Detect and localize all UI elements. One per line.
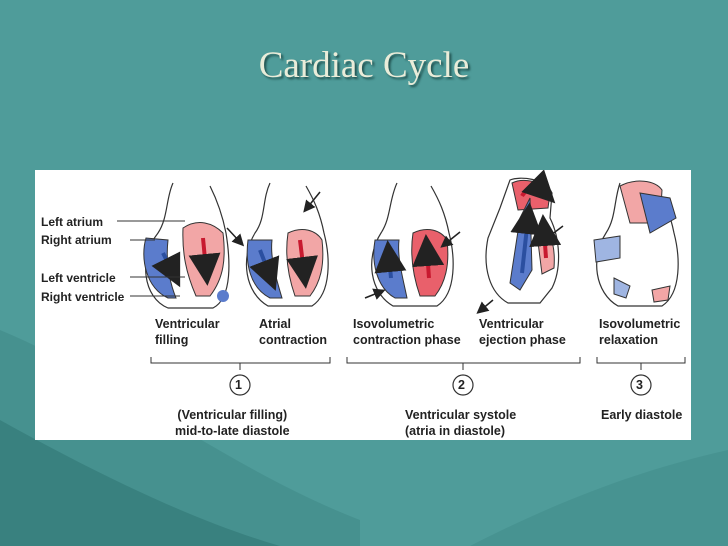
stage-caption-line: (Ventricular filling) (177, 408, 288, 422)
slide-title: Cardiac Cycle (258, 45, 470, 86)
phase-label-line: Atrial (259, 317, 291, 331)
phase-label-line: Ventricular (479, 317, 544, 331)
label-right-atrium: Right atrium (41, 233, 112, 247)
heart-isovolumetric-contraction (371, 182, 454, 307)
phase-label-line: contraction phase (353, 333, 461, 347)
stage-brackets (150, 357, 686, 370)
stage-caption-2: Ventricular systole (atria in diastole) (405, 407, 516, 439)
phase-label-line: contraction (259, 333, 328, 347)
stage-caption-line: Early diastole (601, 408, 683, 422)
label-left-ventricle: Left ventricle (41, 271, 116, 285)
stage-caption-line: mid-to-late diastole (175, 424, 290, 438)
phase-label-line: ejection phase (479, 333, 566, 347)
stage-number-2: 2 (458, 378, 465, 392)
stage-number-3: 3 (636, 378, 643, 392)
phase-label-line: Isovolumetric (353, 317, 435, 331)
phase-label-isovolumetric-relaxation: Isovolumetric relaxation (599, 316, 680, 348)
phase-label-isovolumetric-contraction: Isovolumetric contraction phase (353, 316, 461, 348)
heart-ventricular-ejection (485, 170, 562, 304)
cardiac-cycle-diagram: Left atrium Right atrium Left ventricle … (35, 170, 691, 440)
phase-label-line: filling (155, 333, 189, 347)
phase-label-ventricular-ejection: Ventricular ejection phase (479, 316, 566, 348)
label-left-atrium: Left atrium (41, 215, 104, 229)
label-right-ventricle: Right ventricle (41, 290, 125, 304)
stage-caption-1: (Ventricular filling) mid-to-late diasto… (175, 407, 290, 439)
phase-label-line: Ventricular (155, 317, 220, 331)
phase-label-line: relaxation (599, 333, 659, 347)
phase-label-atrial-contraction: Atrial contraction (259, 316, 327, 348)
stage-caption-line: Ventricular systole (405, 408, 517, 422)
heart-ventricular-filling (143, 182, 230, 309)
stage-caption-line: (atria in diastole) (405, 424, 506, 438)
heart-isovolumetric-relaxation (593, 180, 679, 307)
phase-label-ventricular-filling: Ventricular filling (155, 316, 220, 348)
phase-label-line: Isovolumetric (599, 317, 681, 331)
heart-illustrations (117, 170, 686, 396)
structure-leader-lines (117, 220, 185, 297)
heart-atrial-contraction (245, 182, 329, 307)
stage-caption-3: Early diastole (601, 407, 682, 423)
stage-number-1: 1 (235, 378, 242, 392)
stage-number-circles (229, 374, 652, 396)
